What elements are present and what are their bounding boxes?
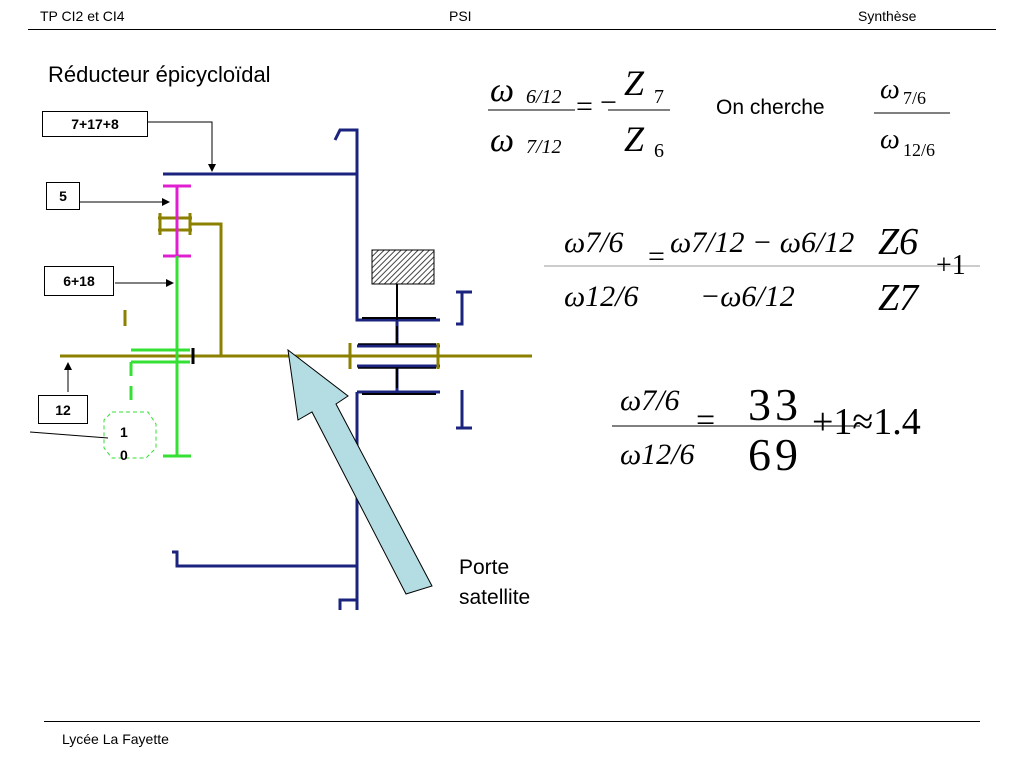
header-center: PSI — [449, 8, 472, 24]
eq2-den-omega: ω — [880, 124, 900, 155]
header-right: Synthèse — [858, 8, 917, 24]
label-10-digit2: 0 — [120, 447, 128, 463]
diagram-title: Réducteur épicycloïdal — [48, 62, 271, 87]
eq1-rhs-den-sub: 6 — [654, 140, 664, 162]
porte-satellite-label-line2: satellite — [459, 586, 531, 609]
eq1-rhs-den-z: Z — [624, 119, 645, 159]
eq2-den-sub: 12/6 — [903, 140, 936, 160]
footer-left: Lycée La Fayette — [62, 731, 169, 747]
eq3-lhs-den: ω12/6 — [564, 280, 639, 313]
label-10-digit1: 1 — [120, 424, 128, 440]
eq1-rhs-num-z: Z — [624, 63, 645, 103]
header-rule — [28, 29, 996, 30]
eq1-den-omega: ω — [490, 122, 515, 159]
porte-satellite-label-line1: Porte — [459, 556, 510, 579]
eq1-equals: = — [576, 90, 593, 123]
eq4-result: +1≈1.4 — [812, 401, 921, 443]
eq1-rhs-num-sub: 7 — [654, 86, 664, 108]
on-cherche-label: On cherche — [716, 96, 825, 119]
ground-block — [371, 249, 435, 285]
eq4-lhs-den: ω12/6 — [620, 438, 695, 471]
eq3-rhs-num: Z6 — [878, 221, 919, 263]
ring-gear — [177, 172, 440, 322]
footer-rule — [44, 721, 980, 722]
label-12: 12 — [38, 395, 88, 424]
eq1-minus: − — [600, 86, 617, 119]
eq1-num-omega: ω — [490, 72, 515, 109]
eq3-lhs-num: ω7/6 — [564, 226, 624, 259]
header-left: TP CI2 et CI4 — [40, 8, 125, 24]
eq3-mid-num: ω7/12 − ω6/12 — [670, 226, 855, 259]
eq4-frac-den: 69 — [748, 429, 802, 480]
eq2-num-omega: ω — [880, 74, 900, 105]
eq3-equals: = — [648, 240, 665, 273]
eq4-frac-num: 33 — [748, 379, 802, 430]
carrier-arm — [190, 222, 223, 356]
eq3-rhs-den: Z7 — [878, 277, 919, 319]
eq4-equals: = — [696, 402, 716, 439]
label-10-outline — [103, 411, 157, 459]
eq1-num-sub: 6/12 — [526, 86, 562, 108]
eq3-mid-den: −ω6/12 — [700, 280, 795, 313]
eq3-tail: +1 — [936, 250, 966, 281]
eq2-num-sub: 7/6 — [903, 88, 927, 108]
eq4-lhs-num: ω7/6 — [620, 384, 680, 417]
label-6-18: 6+18 — [44, 266, 114, 296]
label-5: 5 — [46, 182, 80, 210]
porte-satellite-arrow — [287, 348, 433, 595]
eq1-den-sub: 7/12 — [526, 136, 562, 158]
label-7-17-8: 7+17+8 — [42, 111, 148, 137]
